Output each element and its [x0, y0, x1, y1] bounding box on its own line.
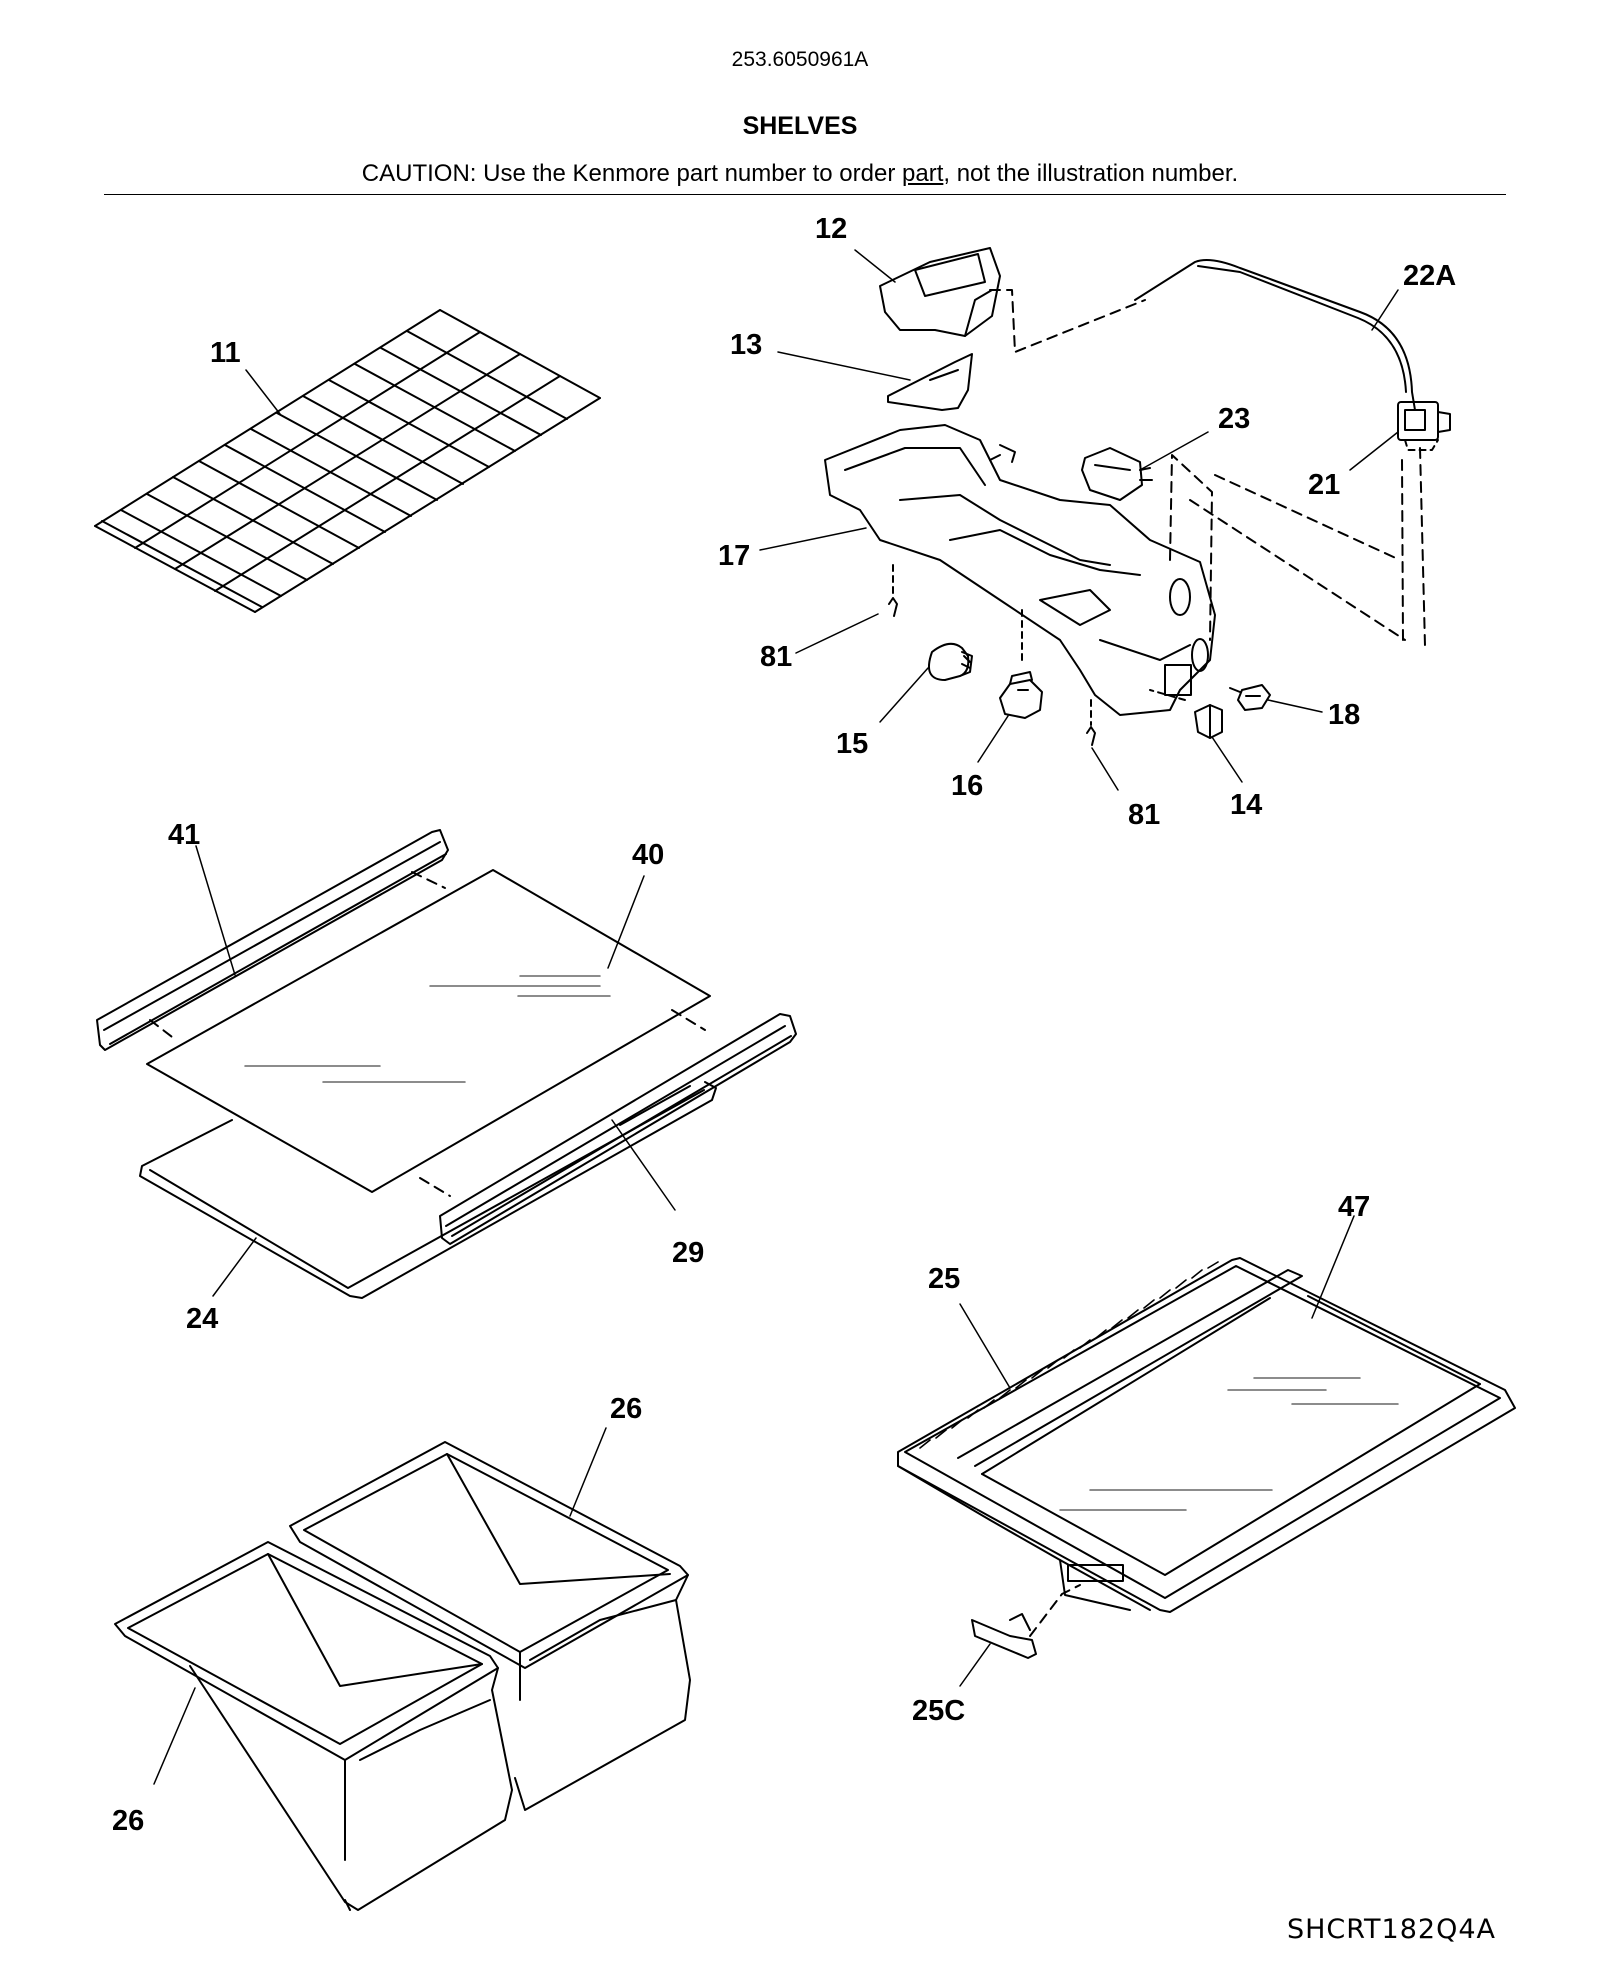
header-divider	[104, 194, 1506, 195]
callout-26-back: 26	[610, 1393, 642, 1425]
callout-15: 15	[836, 728, 868, 760]
callout-40: 40	[632, 839, 664, 871]
callout-29: 29	[672, 1237, 704, 1269]
callout-23: 23	[1218, 403, 1250, 435]
callout-24: 24	[186, 1303, 218, 1335]
callout-25c: 25C	[912, 1695, 965, 1727]
caution-text-end: , not the illustration number.	[943, 160, 1239, 187]
model-number: 253.6050961A	[731, 48, 869, 71]
callout-17: 17	[718, 540, 750, 572]
caution-text: CAUTION: Use the Kenmore part number to …	[361, 160, 902, 187]
callout-labels: 12 22A 11 13 23 21 17 81 18 15 16 81 14 …	[112, 213, 1456, 1837]
wire-shelf-11	[94, 309, 601, 613]
caution-note: CAUTION: Use the Kenmore part number to …	[0, 160, 1600, 188]
crisper-cover-assembly	[897, 1257, 1516, 1659]
callout-81-lower: 81	[1128, 799, 1160, 831]
callout-26-front: 26	[112, 1805, 144, 1837]
callout-13: 13	[730, 329, 762, 361]
callout-11: 11	[210, 337, 241, 369]
callout-18: 18	[1328, 699, 1360, 731]
drawing-code: SHCRT182Q4A	[1286, 1914, 1496, 1945]
crisper-drawers-26	[114, 1441, 691, 1911]
callout-41: 41	[168, 819, 200, 851]
caution-part-word: part	[902, 160, 944, 187]
callout-16: 16	[951, 770, 983, 802]
callout-81-upper: 81	[760, 641, 792, 673]
glass-shelf-assembly	[96, 829, 797, 1299]
callout-22a: 22A	[1403, 260, 1456, 292]
callout-12: 12	[815, 213, 847, 245]
callout-47: 47	[1338, 1191, 1370, 1223]
light-housing-assembly	[824, 247, 1451, 746]
section-title: SHELVES	[742, 112, 858, 140]
callout-21: 21	[1308, 469, 1340, 501]
leader-lines	[153, 249, 1399, 1785]
callout-14: 14	[1230, 789, 1262, 821]
callout-25: 25	[928, 1263, 960, 1295]
